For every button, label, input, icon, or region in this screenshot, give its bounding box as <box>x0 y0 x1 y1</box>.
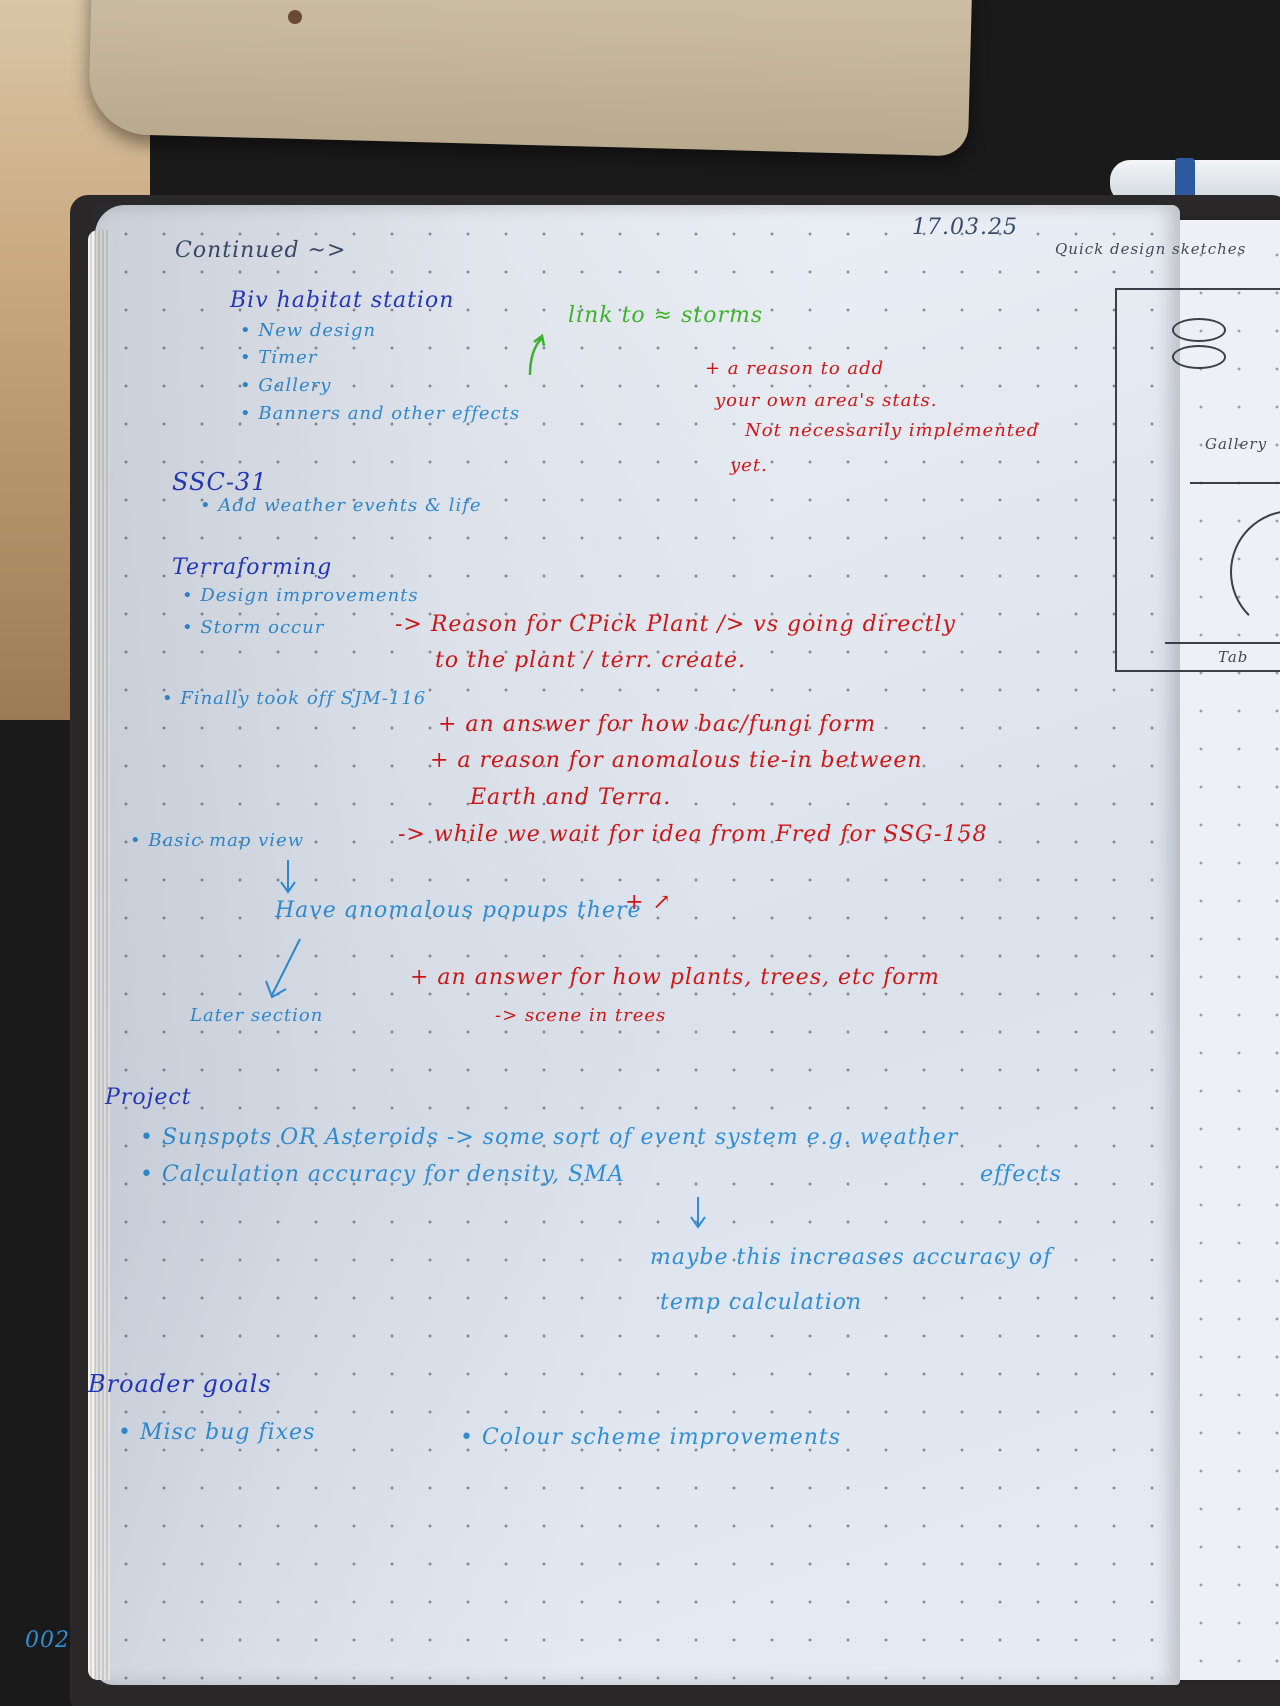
down-arrow <box>690 1197 706 1229</box>
list-item: • Colour scheme improvements <box>460 1425 842 1450</box>
page-edges <box>88 230 110 1680</box>
cloth-spot <box>288 10 302 24</box>
sketch-divider <box>1190 482 1280 484</box>
map-subnote-red: + ↗ <box>625 890 672 915</box>
list-item: • Misc bug fixes <box>118 1420 316 1445</box>
sketch-gallery-label: Gallery <box>1205 435 1268 453</box>
red-note-line: Earth and Terra. <box>470 785 672 810</box>
list-item: • Add weather events & life <box>200 495 482 516</box>
header-continued: Continued ~> <box>175 238 347 263</box>
red-note-line: + a reason to add <box>705 358 885 379</box>
sketch-tab-line <box>1165 642 1280 644</box>
green-arrow <box>528 333 546 376</box>
red-note-line: to the plant / terr. create. <box>435 648 747 673</box>
red-note-line: Not necessarily implemented <box>745 420 1040 441</box>
later-section: Later section <box>190 1005 324 1026</box>
cloth <box>87 0 973 157</box>
list-item: • Storm occur <box>182 617 325 638</box>
red-note-trees: -> scene in trees <box>495 1005 667 1026</box>
pen-band <box>1175 158 1195 206</box>
green-note: link to ≈ storms <box>568 303 764 328</box>
list-item: • Sunspots OR Asteroids -> some sort of … <box>140 1125 959 1150</box>
section-title-broader-goals: Broader goals <box>88 1370 272 1398</box>
list-item: • New design <box>240 320 377 341</box>
left-page <box>95 205 1180 1685</box>
list-item: • Banners and other effects <box>240 403 521 424</box>
map-subnote: Have anomalous popups there <box>275 898 642 923</box>
maybe-line: temp calculation <box>660 1290 863 1315</box>
red-note-line: yet. <box>730 455 768 476</box>
diagonal-arrow <box>265 938 301 999</box>
red-note-line: your own area's stats. <box>715 390 938 411</box>
date: 17.03.25 <box>912 215 1018 240</box>
effects-word: effects <box>980 1162 1062 1187</box>
red-note-line: -> Reason for CPick Plant /> vs going di… <box>395 612 956 637</box>
sketch-oval <box>1172 318 1226 342</box>
section-title-terraforming: Terraforming <box>172 555 333 580</box>
section-title-project: Project <box>105 1085 192 1110</box>
section-title-ssc31: SSC-31 <box>172 468 268 496</box>
red-note-line: + an answer for how bac/fungi form <box>438 712 877 737</box>
list-item: • Gallery <box>240 375 332 396</box>
red-note-plants: + an answer for how plants, trees, etc f… <box>410 965 940 990</box>
sketch-oval <box>1172 345 1226 369</box>
list-item: • Timer <box>240 347 318 368</box>
page-number: 002 <box>25 1628 70 1653</box>
sketch-tab-label: Tab <box>1218 648 1249 666</box>
down-arrow <box>280 860 296 894</box>
sketch-frame <box>1115 288 1280 672</box>
right-page-header: Quick design sketches <box>1055 240 1247 258</box>
list-item: • Design improvements <box>182 585 419 606</box>
red-note-map: -> while we wait for idea from Fred for … <box>398 822 988 847</box>
section-title-habitat: Biv habitat station <box>230 288 455 313</box>
maybe-line: maybe this increases accuracy of <box>650 1245 1053 1270</box>
list-item: • Calculation accuracy for density, SMA <box>140 1162 625 1187</box>
list-item: • Finally took off SJM-116 <box>162 688 427 709</box>
list-item-map-view: • Basic map view <box>130 830 305 851</box>
red-note-line: + a reason for anomalous tie-in between <box>430 748 923 773</box>
